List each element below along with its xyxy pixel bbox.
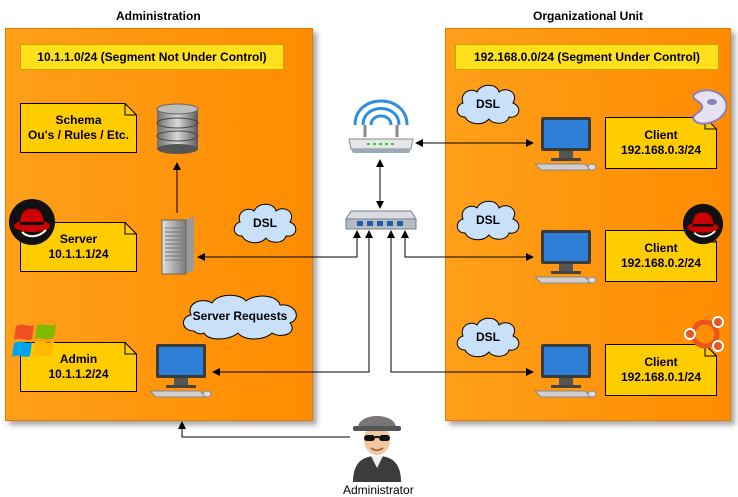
ubuntu-logo-icon bbox=[684, 316, 724, 352]
dsl-cloud-server: DSL bbox=[230, 200, 300, 246]
redhat-logo-icon bbox=[9, 199, 55, 245]
schema-note: Schema Ou's / Rules / Etc. bbox=[20, 103, 137, 153]
spy-person-icon bbox=[353, 416, 401, 482]
dsl-label: DSL bbox=[476, 97, 500, 111]
redhat-logo-icon bbox=[682, 203, 724, 245]
client1-note: Client 192.168.0.1/24 bbox=[605, 344, 717, 396]
administrator-to-admin-line bbox=[178, 421, 350, 438]
organizational-unit-title: Organizational Unit bbox=[533, 9, 644, 23]
switch-client1-line bbox=[387, 230, 534, 376]
gentoo-logo-icon bbox=[692, 89, 728, 125]
client2-note: Client 192.168.0.2/24 bbox=[605, 230, 717, 282]
dsl-label: DSL bbox=[253, 216, 277, 230]
client2-label: Client 192.168.0.2/24 bbox=[620, 241, 702, 270]
administrator-label: Administrator bbox=[343, 483, 414, 497]
schema-label: Schema Ou's / Rules / Etc. bbox=[28, 113, 129, 142]
client1-label: Client 192.168.0.1/24 bbox=[620, 355, 702, 384]
server-requests-label: Server Requests bbox=[192, 309, 288, 323]
dsl-label: DSL bbox=[476, 213, 500, 227]
client3-note: Client 192.168.0.3/24 bbox=[605, 117, 717, 169]
network-switch-icon bbox=[345, 210, 417, 230]
client3-label: Client 192.168.0.3/24 bbox=[620, 128, 702, 157]
segment-under-control: 192.168.0.0/24 (Segment Under Control) bbox=[455, 44, 719, 70]
server-tower-icon bbox=[161, 216, 194, 275]
segment-not-under-control: 10.1.1.0/24 (Segment Not Under Control) bbox=[20, 44, 284, 70]
dsl-cloud-mid: DSL bbox=[453, 197, 523, 243]
admin-workstation-icon bbox=[150, 344, 212, 398]
client2-workstation-icon bbox=[535, 230, 597, 284]
server-requests-cloud: Server Requests bbox=[178, 291, 302, 341]
dsl-label: DSL bbox=[476, 330, 500, 344]
switch-admin-line bbox=[212, 230, 373, 376]
client1-workstation-icon bbox=[535, 344, 597, 398]
client3-workstation-icon bbox=[535, 117, 597, 171]
admin-label: Admin 10.1.1.2/24 bbox=[48, 352, 109, 381]
dsl-cloud-top: DSL bbox=[453, 81, 523, 127]
administration-title: Administration bbox=[116, 9, 201, 23]
server-label: Server 10.1.1.1/24 bbox=[48, 232, 109, 261]
wireless-router-icon bbox=[348, 99, 414, 153]
database-icon bbox=[156, 103, 199, 154]
dsl-cloud-bottom: DSL bbox=[453, 314, 523, 360]
windows-logo-icon bbox=[12, 324, 56, 357]
